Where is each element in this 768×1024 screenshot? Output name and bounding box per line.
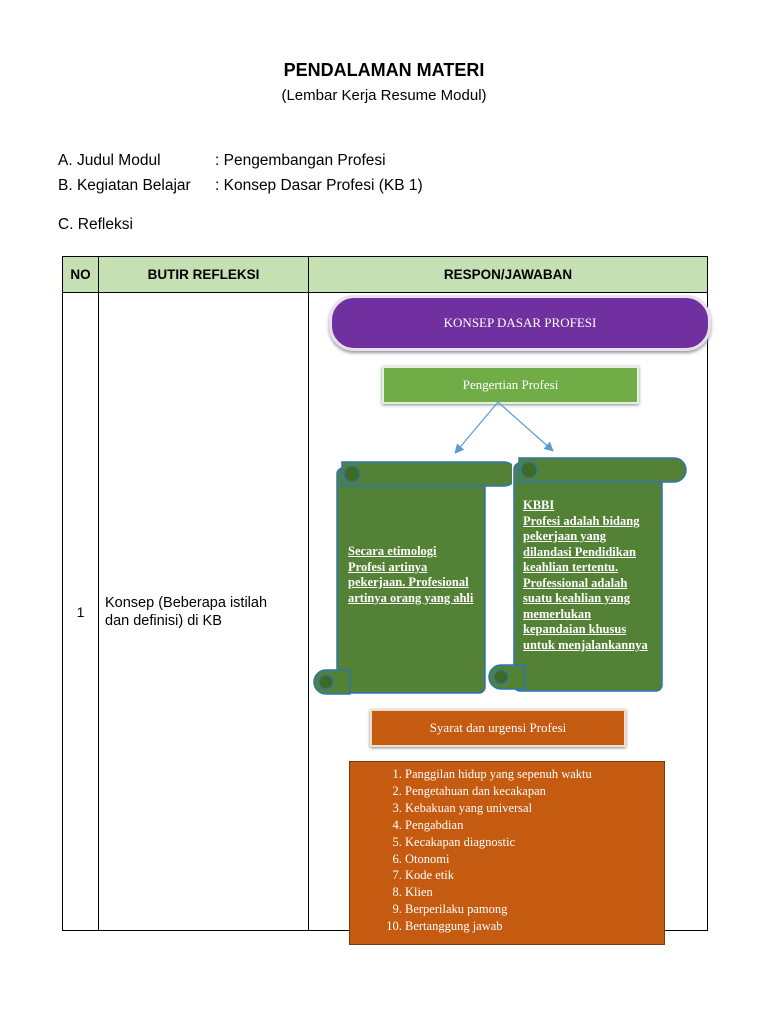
branch-arrows [454,401,554,454]
list-item: Pengabdian [405,817,664,834]
table-header-row: NO BUTIR REFLEKSI RESPON/JAWABAN [62,256,708,293]
row-butir: Konsep (Beberapa istilah dan definisi) d… [98,292,309,931]
list-item: Klien [405,884,664,901]
header-no: NO [62,256,99,293]
pengertian-profesi-box: Pengertian Profesi [382,366,639,404]
header-respon-jawaban: RESPON/JAWABAN [308,256,708,293]
judul-modul-label: A. Judul Modul [58,152,161,169]
kbbi-definition: Profesi adalah bidang pekerjaan yang dil… [523,513,648,652]
kbbi-heading: KBBI [523,498,555,512]
header-butir-refleksi: BUTIR REFLEKSI [98,256,309,293]
page-subtitle: (Lembar Kerja Resume Modul) [281,87,487,104]
row-number: 1 [62,292,99,931]
right-scroll-text: KBBI Profesi adalah bidang pekerjaan yan… [523,498,655,653]
kegiatan-belajar-label: B. Kegiatan Belajar [58,177,191,194]
syarat-list-box: Panggilan hidup yang sepenuh waktu Penge… [349,761,665,945]
kegiatan-belajar-value: : Konsep Dasar Profesi (KB 1) [215,177,423,194]
left-scroll-shape [313,461,512,695]
page-title: PENDALAMAN MATERI [283,60,485,80]
right-scroll-shape [488,457,687,692]
arrow-right [497,401,554,452]
syarat-urgensi-box: Syarat dan urgensi Profesi [370,709,626,747]
row-butir-text: Konsep (Beberapa istilah dan definisi) d… [105,594,268,629]
left-scroll-text: Secara etimologi Profesi artinya pekerja… [348,544,474,605]
list-item: Kode etik [405,867,664,884]
list-item: Panggilan hidup yang sepenuh waktu [405,766,664,783]
konsep-dasar-profesi-pill: KONSEP DASAR PROFESI [329,295,711,351]
list-item: Otonomi [405,851,664,868]
list-item: Pengetahuan dan kecakapan [405,783,664,800]
list-item: Berperilaku pamong [405,901,664,918]
arrow-left [454,401,499,454]
list-item: Kebakuan yang universal [405,800,664,817]
list-item: Bertanggung jawab [405,918,664,935]
judul-modul-value: : Pengembangan Profesi [215,152,386,169]
list-item: Kecakapan diagnostic [405,834,664,851]
syarat-list: Panggilan hidup yang sepenuh waktu Penge… [350,766,664,935]
refleksi-label: C. Refleksi [58,216,133,233]
